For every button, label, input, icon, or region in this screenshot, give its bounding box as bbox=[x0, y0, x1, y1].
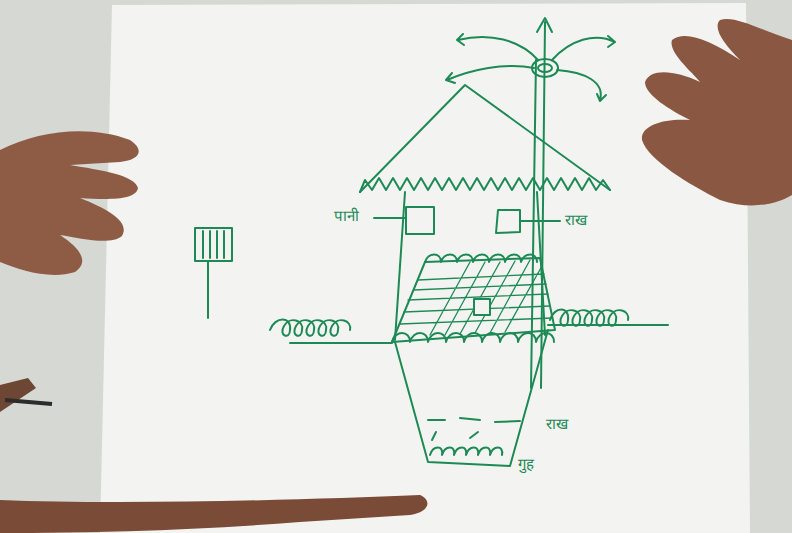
logs-bottom bbox=[392, 333, 554, 342]
slab bbox=[392, 258, 555, 342]
vent-cap-inner bbox=[538, 64, 552, 72]
thatch-fringe bbox=[360, 178, 610, 192]
hindi-label: पानी bbox=[332, 208, 361, 225]
sign-hatch bbox=[203, 231, 224, 258]
ground-loops bbox=[550, 310, 628, 326]
pit bbox=[395, 330, 548, 466]
sign-pole bbox=[207, 261, 209, 318]
vent-arrowhead bbox=[537, 18, 552, 32]
hindi-label: गुह bbox=[516, 456, 536, 473]
leader-line bbox=[520, 220, 560, 222]
leader-line bbox=[374, 217, 406, 219]
ash-layer bbox=[428, 418, 520, 422]
left-hand bbox=[0, 131, 139, 275]
walls bbox=[395, 192, 545, 340]
vent-cap bbox=[532, 59, 558, 77]
hindi-label: राख bbox=[563, 212, 589, 229]
bottom-arm bbox=[0, 495, 427, 533]
roof bbox=[360, 85, 610, 192]
slab-hatch bbox=[400, 260, 552, 335]
right-hand bbox=[642, 19, 792, 205]
ash-box bbox=[496, 210, 520, 233]
pen-hand bbox=[0, 378, 36, 412]
ground-line bbox=[548, 324, 668, 326]
sign-flag bbox=[195, 228, 232, 261]
waste-layer bbox=[430, 448, 502, 456]
smell-arrow bbox=[557, 70, 606, 101]
squat-hole bbox=[474, 299, 490, 315]
smell-arrow bbox=[446, 66, 534, 83]
logs-top bbox=[425, 255, 537, 263]
smell-arrow bbox=[457, 34, 538, 60]
latrine-drawing bbox=[195, 18, 668, 466]
water-box bbox=[406, 207, 434, 234]
ground-loops bbox=[270, 320, 350, 336]
smell-arrow bbox=[552, 36, 615, 60]
ash-marks bbox=[432, 432, 478, 440]
ground-line bbox=[290, 342, 392, 344]
hindi-label: राख bbox=[544, 416, 570, 433]
pen bbox=[5, 400, 52, 404]
